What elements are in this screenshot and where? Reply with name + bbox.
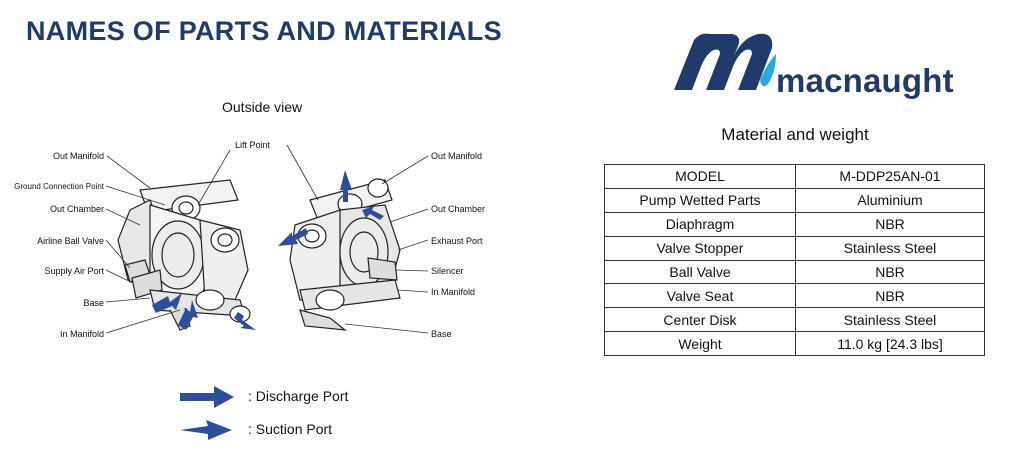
table-cell: Valve Stopper bbox=[604, 235, 796, 261]
table-row: Center Disk Stainless Steel bbox=[604, 307, 985, 333]
label-silencer: Silencer bbox=[431, 266, 464, 276]
label-exhaust-port: Exhaust Port bbox=[431, 236, 483, 246]
table-cell: Stainless Steel bbox=[795, 307, 985, 333]
table-row: Ball Valve NBR bbox=[604, 259, 985, 285]
macnaught-logo-mark bbox=[674, 33, 776, 90]
table-cell: NBR bbox=[795, 211, 985, 237]
pump-outside-view-drawing bbox=[105, 144, 429, 334]
table-cell: Stainless Steel bbox=[795, 235, 985, 261]
label-out-chamber-left: Out Chamber bbox=[49, 204, 104, 214]
left-pump-drawing bbox=[117, 179, 251, 331]
legend-suction: : Suction Port bbox=[180, 418, 380, 442]
table-cell: Weight bbox=[604, 331, 796, 356]
table-cell: NBR bbox=[795, 283, 985, 309]
material-weight-table: MODEL M-DDP25AN-01 Pump Wetted Parts Alu… bbox=[604, 164, 985, 356]
brand-name: macnaught bbox=[776, 62, 954, 99]
table-cell: NBR bbox=[795, 259, 985, 285]
leader-lines bbox=[105, 144, 429, 334]
right-discharge-arrow bbox=[340, 170, 352, 202]
table-row: Pump Wetted Parts Aluminium bbox=[604, 187, 985, 213]
table-cell: Pump Wetted Parts bbox=[604, 187, 796, 213]
label-out-manifold-right: Out Manifold bbox=[431, 151, 483, 161]
label-in-manifold-left: In Manifold bbox=[59, 329, 104, 339]
table-cell: Center Disk bbox=[604, 307, 796, 333]
table-row: Diaphragm NBR bbox=[604, 211, 985, 237]
port-arrows bbox=[152, 170, 384, 330]
table-cell: Diaphragm bbox=[604, 211, 796, 237]
right-pump-drawing bbox=[289, 178, 401, 331]
label-in-manifold-right: In Manifold bbox=[431, 287, 476, 297]
table-cell: 11.0 kg [24.3 lbs] bbox=[795, 331, 985, 356]
table-cell: M-DDP25AN-01 bbox=[795, 164, 985, 189]
legend-discharge: : Discharge Port bbox=[180, 385, 380, 409]
table-cell: Ball Valve bbox=[604, 259, 796, 285]
label-supply-air-port: Supply Air Port bbox=[44, 266, 104, 276]
label-ground-connection-point: Ground Connection Point bbox=[14, 182, 104, 191]
right-outlet-arrow bbox=[362, 206, 384, 220]
left-suction-arrow-2 bbox=[178, 300, 198, 330]
label-out-manifold-left: Out Manifold bbox=[52, 151, 104, 161]
label-base-right: Base bbox=[431, 329, 452, 339]
table-row: Weight 11.0 kg [24.3 lbs] bbox=[604, 331, 985, 356]
page-title: NAMES OF PARTS AND MATERIALS bbox=[26, 16, 502, 46]
discharge-arrow-icon bbox=[180, 386, 234, 408]
material-weight-heading: Material and weight bbox=[721, 125, 869, 144]
label-base-left: Base bbox=[83, 298, 104, 308]
left-suction-arrow-3 bbox=[234, 312, 256, 330]
legend-discharge-label: : Discharge Port bbox=[248, 388, 349, 404]
label-out-chamber-right: Out Chamber bbox=[431, 204, 486, 214]
left-suction-arrow bbox=[152, 293, 182, 313]
outside-view-heading: Outside view bbox=[222, 99, 303, 115]
table-row: Valve Seat NBR bbox=[604, 283, 985, 309]
suction-arrow-icon bbox=[180, 420, 232, 440]
table-cell: MODEL bbox=[604, 164, 796, 189]
table-row: Valve Stopper Stainless Steel bbox=[604, 235, 985, 261]
label-airline-ball-valve: Airline Ball Valve bbox=[37, 236, 104, 246]
table-cell: Aluminium bbox=[795, 187, 985, 213]
label-lift-point: Lift Point bbox=[235, 140, 271, 150]
legend-suction-label: : Suction Port bbox=[248, 421, 333, 437]
table-row: MODEL M-DDP25AN-01 bbox=[604, 164, 985, 189]
table-cell: Valve Seat bbox=[604, 283, 796, 309]
right-side-arrow bbox=[278, 228, 308, 246]
